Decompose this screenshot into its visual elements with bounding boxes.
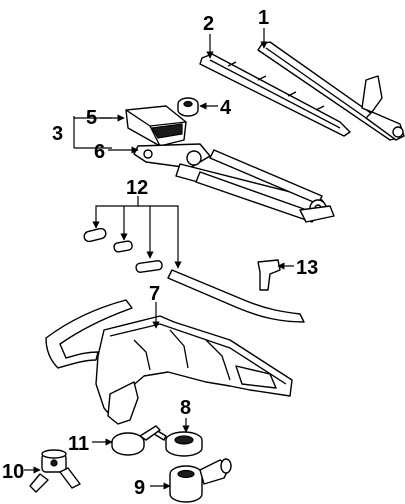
callout-13: 13 (296, 257, 318, 279)
callout-3: 3 (52, 123, 63, 145)
callout-11: 11 (68, 433, 89, 455)
callout-8: 8 (180, 397, 191, 419)
callout-7: 7 (149, 283, 160, 305)
connector-fitting (29, 449, 81, 493)
bracket (257, 259, 281, 291)
callout-12: 12 (126, 177, 148, 199)
wiper-linkage (133, 143, 335, 223)
callout-9: 9 (134, 477, 145, 499)
reservoir-cap (153, 429, 203, 457)
callout-2: 2 (203, 13, 214, 35)
callout-5: 5 (86, 107, 97, 129)
callout-1: 1 (258, 7, 269, 29)
wiper-arm-right (257, 41, 405, 141)
wiper-motor (125, 105, 187, 147)
leader-lines (24, 28, 294, 490)
washer-reservoir (45, 299, 293, 425)
grommet (177, 97, 199, 117)
washer-hoses (83, 227, 305, 323)
callout-4: 4 (220, 97, 232, 119)
washer-pump (169, 458, 232, 503)
callout-6: 6 (94, 141, 105, 163)
seal (111, 425, 161, 456)
callout-labels: 1 2 3 4 5 6 7 8 9 10 11 12 13 (2, 7, 318, 499)
callout-10: 10 (2, 461, 24, 483)
